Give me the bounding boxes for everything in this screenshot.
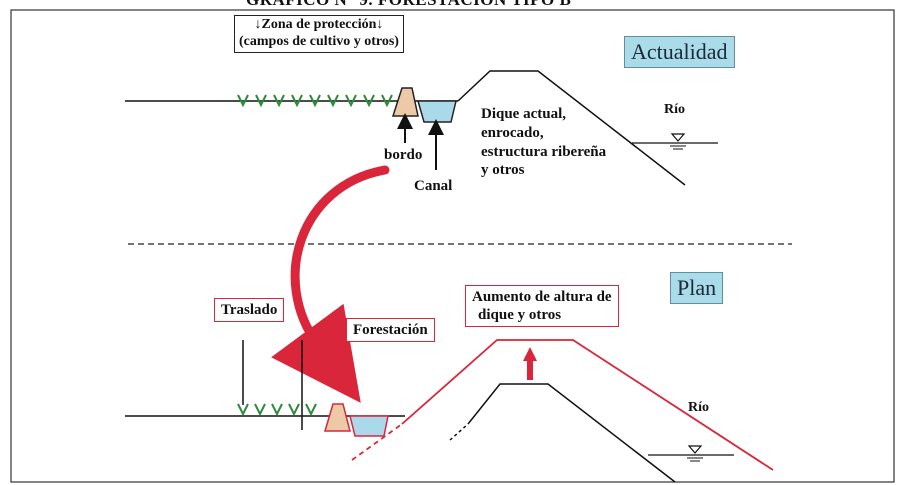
crops-top (237, 94, 393, 108)
raise-label-line1: Aumento de altura de (472, 289, 612, 305)
zone-label-line2: (campos de cultivo y otros) (239, 33, 399, 49)
dike-label: Dique actual, enrocado, estructura riber… (481, 105, 606, 180)
bordo-bottom (323, 403, 351, 432)
raise-label-line2: dique y otros (478, 307, 562, 323)
bordo-label: bordo (384, 147, 423, 163)
forest-slope-dashed (351, 423, 403, 461)
canal-bottom (349, 415, 389, 437)
zone-label: ↓Zona de protección↓ (campos de cultivo … (234, 15, 404, 53)
raise-label: Aumento de altura de dique y otros (465, 285, 619, 327)
crops-bottom (237, 403, 317, 417)
canal-label: Canal (414, 178, 453, 194)
water-marker-bottom (687, 445, 703, 454)
raise-arrow-shaft (527, 360, 533, 380)
frame (10, 9, 895, 483)
raise-arrow-head (523, 347, 537, 361)
dike-label-line1: Dique actual, (481, 106, 567, 122)
zone-label-line1: ↓Zona de protección↓ (254, 17, 384, 32)
forestacion-label: Forestación (346, 318, 435, 342)
bordo-top (391, 87, 419, 117)
badge-actualidad: Actualidad (624, 36, 735, 69)
dike-top (457, 70, 686, 186)
river-label-bottom: Río (688, 400, 709, 415)
dike-existing (467, 383, 676, 483)
river-label-top: Río (664, 102, 685, 117)
dike-label-line3: estructura ribereña (481, 143, 607, 160)
dike-plan (401, 339, 774, 471)
canal-top (417, 100, 457, 123)
badge-plan: Plan (670, 272, 724, 305)
move-arrow (271, 165, 390, 403)
traslado-label: Traslado (214, 298, 285, 322)
dike-label-line4: y otros (481, 162, 525, 179)
dike-label-line2: enrocado, (481, 124, 544, 141)
figure-title: GRÁFICO N° 9. FORESTACIÓN TIPO B (246, 0, 571, 10)
water-marker-top (670, 133, 686, 142)
dike-existing-dashed (449, 423, 469, 441)
